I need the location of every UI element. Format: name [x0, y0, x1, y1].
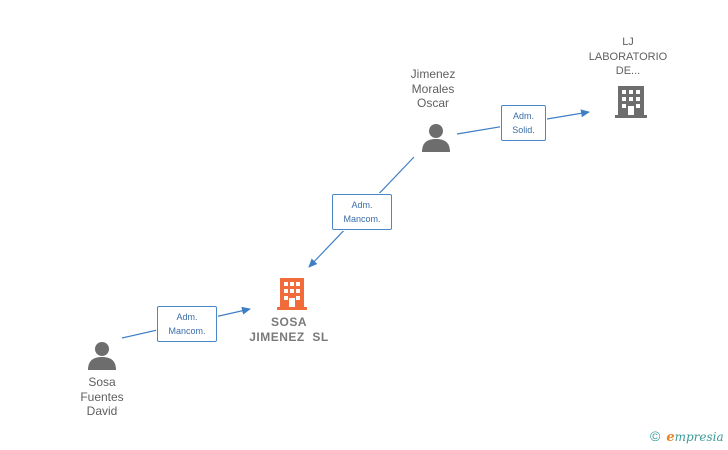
brand-initial: e — [666, 430, 675, 445]
edge-label-line: Adm. — [512, 111, 534, 121]
node-label-line: Jimenez — [410, 67, 456, 81]
edge-label-adm-mancom[interactable]: Adm. Mancom. — [157, 306, 217, 342]
node-label-lj-laboratorio[interactable]: LJ LABORATORIO DE... — [578, 35, 678, 79]
node-label-line: DE... — [615, 65, 641, 77]
node-label-sosa-jimenez[interactable]: SOSA JIMENEZ SL — [234, 315, 344, 344]
building-icon-main[interactable] — [277, 276, 307, 310]
building-icon[interactable] — [615, 84, 647, 118]
edge-label-line: Adm. — [351, 200, 373, 210]
node-label-line: David — [86, 404, 118, 418]
node-label-jimenez-morales[interactable]: Jimenez Morales Oscar — [385, 67, 481, 111]
empresia-watermark: © empresia — [650, 428, 724, 445]
copyright-symbol: © — [650, 428, 661, 444]
node-label-line: Oscar — [416, 96, 449, 110]
node-label-line: Fuentes — [80, 389, 124, 404]
node-label-line: SOSA — [270, 315, 307, 329]
node-label-line: LJ — [622, 36, 634, 48]
person-icon[interactable] — [87, 340, 117, 370]
node-label-line: LABORATORIO — [588, 50, 668, 63]
edge-label-line: Adm. — [176, 312, 198, 322]
node-label-line: Sosa — [88, 375, 116, 389]
edge-label-line: Mancom. — [168, 326, 206, 336]
person-icon[interactable] — [421, 122, 451, 152]
node-label-line: JIMENEZ SL — [249, 329, 329, 344]
node-label-line: Morales — [411, 81, 455, 96]
edge-label-line: Solid. — [512, 125, 535, 135]
brand-name: mpresia — [674, 430, 724, 444]
node-label-sosa-fuentes[interactable]: Sosa Fuentes David — [54, 375, 150, 419]
edge-label-adm-solid[interactable]: Adm. Solid. — [501, 105, 546, 141]
edge-label-line: Mancom. — [343, 214, 381, 224]
edge-label-adm-mancom[interactable]: Adm. Mancom. — [332, 194, 392, 230]
